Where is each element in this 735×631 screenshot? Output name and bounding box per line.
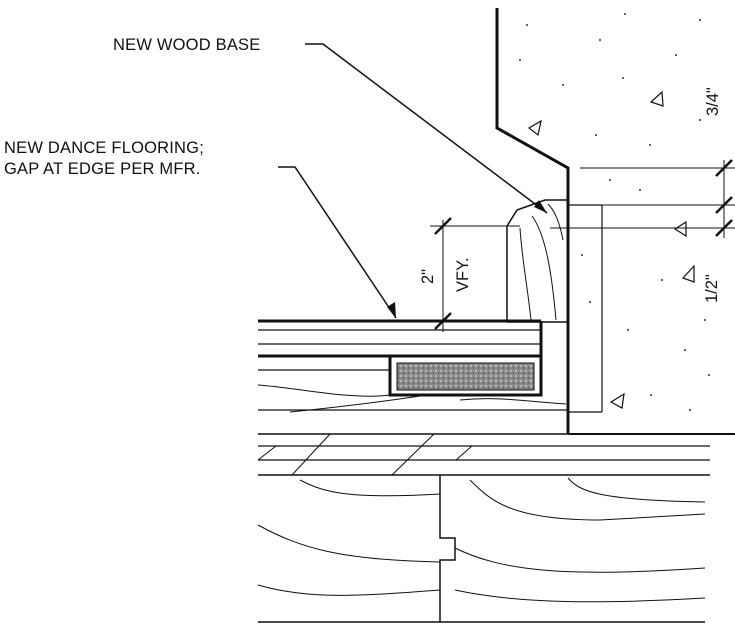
dimension-2in-text: 2" [419,269,437,284]
floor-joists [257,475,706,623]
dimension-right [550,159,735,238]
verify-text: VFY. [454,257,472,292]
wall-backing-panel [568,204,603,413]
dimension-3-4in-text: 3/4" [704,87,722,116]
dimension-1-2in-text: 1/2" [703,274,721,303]
callout-leaders [278,43,548,319]
concrete-speckles [519,13,710,411]
wood-base [506,199,569,323]
dance-flooring-label-line2: GAP AT EDGE PER MFR. [4,160,201,178]
existing-subfloor [257,384,710,476]
sleeper-pad [388,354,543,397]
wood-base-label: NEW WOOD BASE [113,36,260,54]
dimension-2in [430,217,520,332]
dance-flooring-label-line1: NEW DANCE FLOORING; [4,139,204,157]
concrete-aggregate-symbols [527,90,695,409]
